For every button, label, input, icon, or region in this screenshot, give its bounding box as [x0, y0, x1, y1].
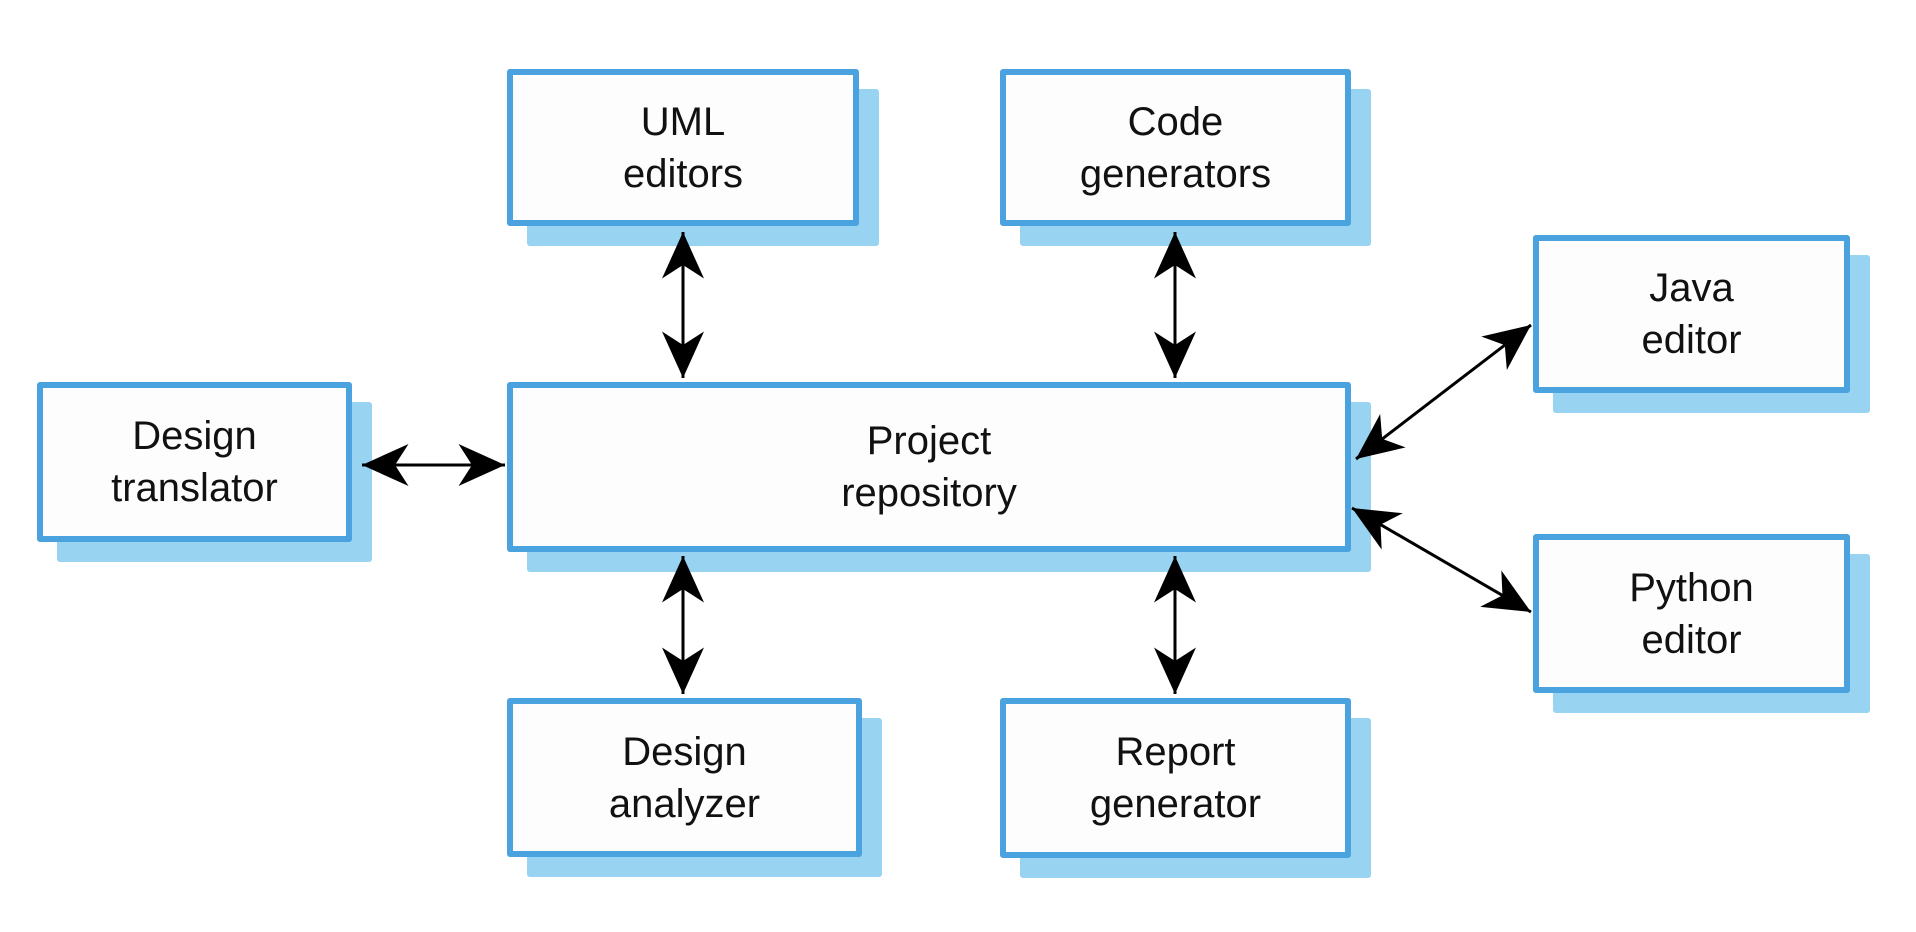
node-design-translator-label: Design translator: [111, 414, 278, 510]
node-report-generator-label: Report generator: [1089, 730, 1262, 826]
node-java-editor-label: Java editor: [1641, 266, 1742, 362]
node-project-repository-label: Project repository: [841, 419, 1017, 515]
node-report-generator: Report generator: [1000, 698, 1351, 858]
edge-python-editor-project-repository: [1351, 506, 1532, 614]
node-python-editor-label: Python editor: [1629, 565, 1754, 662]
node-design-analyzer-label: Design analyzer: [608, 729, 761, 826]
node-uml-editors-label: UML editors: [622, 99, 744, 196]
node-python-editor: Python editor: [1533, 534, 1850, 693]
node-code-generators: Code generators: [1000, 69, 1351, 226]
node-java-editor: Java editor: [1533, 235, 1850, 393]
node-code-generators-label: Code generators: [1079, 99, 1272, 196]
node-design-translator: Design translator: [37, 382, 352, 542]
edge-java-editor-project-repository: [1355, 323, 1532, 461]
node-design-analyzer: Design analyzer: [507, 698, 862, 857]
node-uml-editors: UML editors: [507, 69, 859, 226]
node-project-repository: Project repository: [507, 382, 1351, 552]
